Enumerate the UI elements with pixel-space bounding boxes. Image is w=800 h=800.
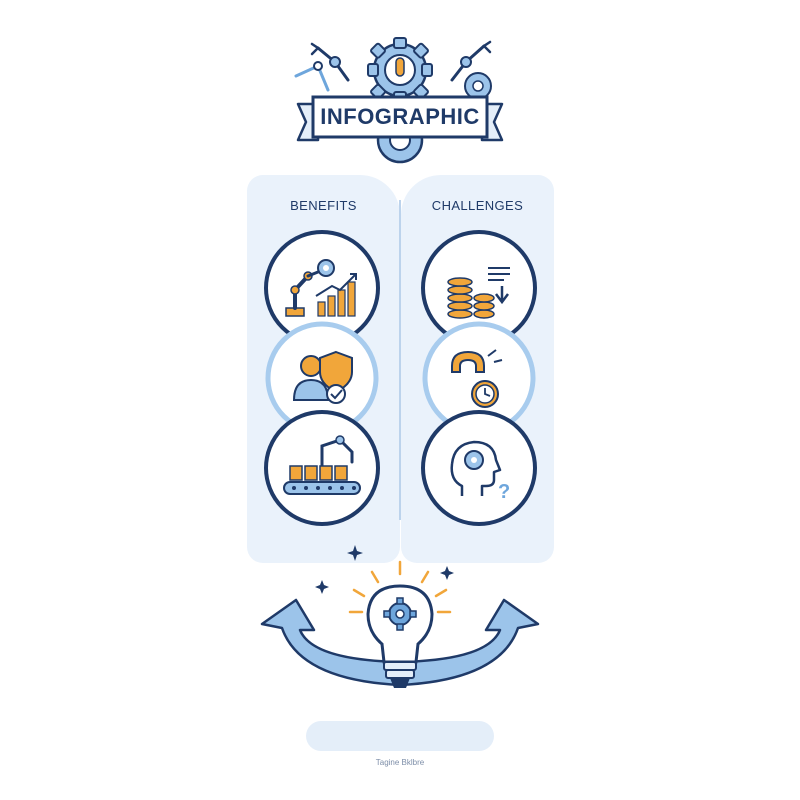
right-robot-arm-icon <box>450 40 492 82</box>
central-gear-icon <box>367 37 433 103</box>
svg-text:?: ? <box>498 481 510 503</box>
light-bulb-icon <box>348 560 452 688</box>
bulb-gear-icon <box>383 597 417 631</box>
small-gear-icon <box>464 72 492 100</box>
left-robot-arm-icon <box>294 42 350 92</box>
growth-arrows <box>260 598 540 687</box>
worker-safety-icon <box>292 350 353 404</box>
benefit-item-safety <box>265 321 379 435</box>
sparkle-icons <box>315 545 454 594</box>
challenge-item-time <box>422 321 536 435</box>
assembly-line-icon <box>283 435 361 495</box>
benefit-item-automation <box>264 410 380 526</box>
footer-pill <box>306 721 494 751</box>
mind-question-icon: ? <box>450 440 510 503</box>
footer-caption: Tagine Bklbre <box>375 758 425 767</box>
cost-decrease-icon <box>447 267 510 319</box>
header-illustration <box>294 37 504 164</box>
ribbon-banner <box>296 95 504 142</box>
challenges-heading: CHALLENGES <box>431 198 524 213</box>
robot-productivity-icon <box>285 259 357 317</box>
challenge-item-cost <box>421 230 537 346</box>
benefits-heading: BENEFITS <box>290 198 357 213</box>
column-divider <box>399 200 401 520</box>
infographic-title: INFOGRAPHIC <box>320 104 480 129</box>
challenge-item-skills: ? <box>421 410 537 526</box>
magnet-timer-icon <box>451 349 503 408</box>
